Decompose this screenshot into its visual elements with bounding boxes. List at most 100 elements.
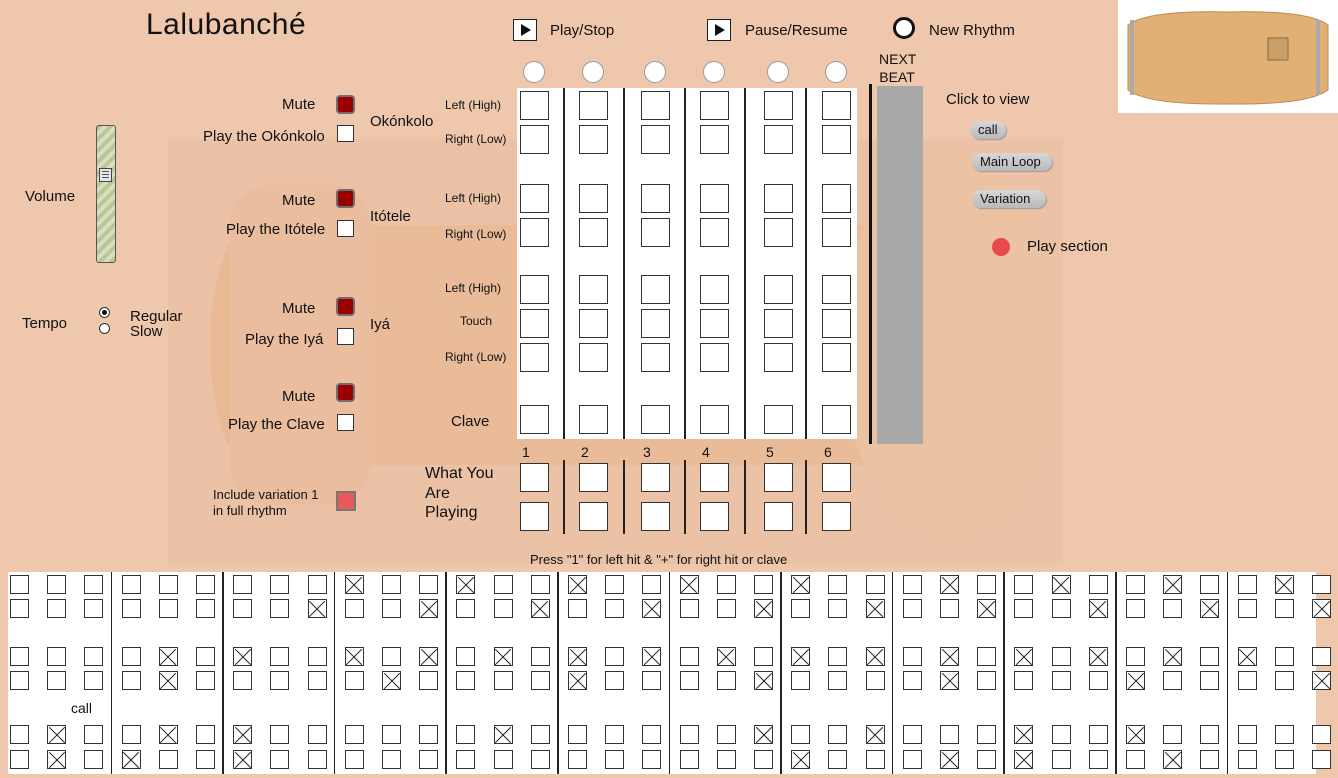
- sequence-cell[interactable]: [902, 671, 922, 690]
- beat-cell[interactable]: [579, 184, 608, 213]
- sequence-cell[interactable]: [642, 671, 662, 690]
- beat-cell[interactable]: [520, 218, 549, 247]
- pause-resume-button[interactable]: [707, 19, 731, 41]
- sequence-cell[interactable]: [1088, 599, 1108, 618]
- sequence-cell[interactable]: [493, 575, 513, 594]
- sequence-cell[interactable]: [84, 647, 104, 666]
- sequence-cell[interactable]: [121, 750, 141, 769]
- sequence-cell[interactable]: [1051, 671, 1071, 690]
- sequence-cell[interactable]: [47, 575, 67, 594]
- sequence-cell[interactable]: [196, 647, 215, 666]
- sequence-cell[interactable]: [10, 575, 29, 594]
- sequence-cell[interactable]: [716, 599, 736, 618]
- sequence-cell[interactable]: [196, 671, 215, 690]
- sequence-cell[interactable]: [158, 575, 178, 594]
- beat-cell[interactable]: [822, 405, 851, 434]
- sequence-cell[interactable]: [47, 725, 67, 744]
- sequence-cell[interactable]: [1088, 725, 1108, 744]
- sequence-cell[interactable]: [270, 647, 290, 666]
- iya-play-checkbox[interactable]: [337, 328, 354, 345]
- sequence-cell[interactable]: [977, 725, 997, 744]
- sequence-cell[interactable]: [642, 750, 662, 769]
- sequence-cell[interactable]: [1200, 671, 1220, 690]
- sequence-cell[interactable]: [1237, 599, 1257, 618]
- sequence-cell[interactable]: [1088, 575, 1108, 594]
- sequence-cell[interactable]: [940, 647, 959, 666]
- beat-cell[interactable]: [764, 218, 793, 247]
- sequence-cell[interactable]: [158, 725, 178, 744]
- sequence-cell[interactable]: [1237, 750, 1257, 769]
- beat-cell[interactable]: [764, 91, 793, 120]
- sequence-cell[interactable]: [1237, 575, 1257, 594]
- sequence-cell[interactable]: [1274, 750, 1294, 769]
- sequence-cell[interactable]: [270, 575, 290, 594]
- include-variation-checkbox[interactable]: [336, 491, 356, 511]
- sequence-cell[interactable]: [605, 599, 625, 618]
- sequence-cell[interactable]: [456, 575, 476, 594]
- beat-cell[interactable]: [822, 309, 851, 338]
- sequence-cell[interactable]: [716, 671, 736, 690]
- sequence-cell[interactable]: [1200, 647, 1220, 666]
- sequence-cell[interactable]: [47, 599, 67, 618]
- tempo-slow-radio[interactable]: [99, 323, 110, 334]
- sequence-cell[interactable]: [382, 575, 401, 594]
- sequence-cell[interactable]: [716, 750, 736, 769]
- sequence-cell[interactable]: [530, 599, 550, 618]
- sequence-cell[interactable]: [828, 647, 848, 666]
- sequence-cell[interactable]: [456, 671, 476, 690]
- beat-cell[interactable]: [520, 275, 549, 304]
- iya-mute-button[interactable]: [336, 297, 355, 316]
- sequence-cell[interactable]: [1014, 671, 1034, 690]
- beat-cell[interactable]: [822, 343, 851, 372]
- sequence-cell[interactable]: [419, 599, 439, 618]
- sequence-cell[interactable]: [791, 750, 811, 769]
- sequence-cell[interactable]: [568, 671, 587, 690]
- sequence-cell[interactable]: [307, 599, 327, 618]
- sequence-cell[interactable]: [307, 725, 327, 744]
- sequence-cell[interactable]: [1088, 647, 1108, 666]
- beat-cell[interactable]: [822, 275, 851, 304]
- sequence-cell[interactable]: [270, 599, 290, 618]
- sequence-cell[interactable]: [1200, 725, 1220, 744]
- sequence-cell[interactable]: [307, 647, 327, 666]
- sequence-cell[interactable]: [158, 647, 178, 666]
- sequence-cell[interactable]: [530, 750, 550, 769]
- sequence-cell[interactable]: [902, 599, 922, 618]
- sequence-cell[interactable]: [1126, 671, 1145, 690]
- sequence-cell[interactable]: [828, 725, 848, 744]
- clave-play-checkbox[interactable]: [337, 414, 354, 431]
- sequence-cell[interactable]: [977, 599, 997, 618]
- tempo-regular-radio[interactable]: [99, 307, 110, 318]
- sequence-cell[interactable]: [121, 575, 141, 594]
- sequence-cell[interactable]: [233, 671, 253, 690]
- sequence-cell[interactable]: [84, 599, 104, 618]
- sequence-cell[interactable]: [382, 647, 401, 666]
- sequence-cell[interactable]: [716, 725, 736, 744]
- sequence-cell[interactable]: [679, 599, 699, 618]
- beat-cell[interactable]: [822, 125, 851, 154]
- beat-cell[interactable]: [520, 343, 549, 372]
- beat-cell[interactable]: [641, 184, 670, 213]
- call-button[interactable]: call: [970, 121, 1006, 139]
- sequence-cell[interactable]: [121, 671, 141, 690]
- sequence-cell[interactable]: [10, 647, 29, 666]
- sequence-cell[interactable]: [754, 575, 773, 594]
- sequence-cell[interactable]: [270, 725, 290, 744]
- sequence-cell[interactable]: [679, 750, 699, 769]
- sequence-cell[interactable]: [791, 671, 811, 690]
- sequence-cell[interactable]: [47, 671, 67, 690]
- beat-cell[interactable]: [641, 275, 670, 304]
- sequence-cell[interactable]: [754, 750, 773, 769]
- beat-cell[interactable]: [579, 218, 608, 247]
- sequence-cell[interactable]: [493, 647, 513, 666]
- sequence-cell[interactable]: [344, 599, 364, 618]
- sequence-cell[interactable]: [605, 750, 625, 769]
- sequence-cell[interactable]: [196, 599, 215, 618]
- beat-cell[interactable]: [700, 91, 729, 120]
- beat-cell[interactable]: [700, 309, 729, 338]
- sequence-cell[interactable]: [456, 725, 476, 744]
- sequence-cell[interactable]: [940, 599, 959, 618]
- sequence-cell[interactable]: [419, 750, 439, 769]
- variation-button[interactable]: Variation: [972, 190, 1046, 208]
- sequence-cell[interactable]: [1312, 725, 1331, 744]
